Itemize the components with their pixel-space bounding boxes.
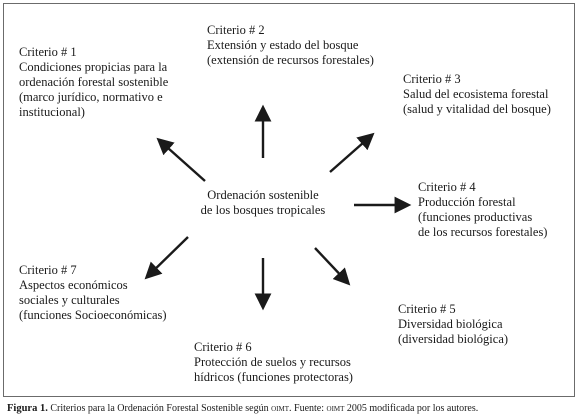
criterio-2-box: Criterio # 2 Extensión y estado del bosq… <box>207 23 374 68</box>
criterio-3-line: Salud del ecosistema forestal <box>403 87 549 101</box>
center-line-2: de los bosques tropicales <box>200 203 326 217</box>
criterio-1-line: (marco jurídico, normativo e <box>19 90 163 104</box>
criterio-6-line: hídricos (funciones protectoras) <box>194 370 353 384</box>
criterio-6-box: Criterio # 6 Protección de suelos y recu… <box>194 340 353 385</box>
arrow-to-criterio-1 <box>156 137 206 182</box>
criterio-1-line: ordenación forestal sostenible <box>19 75 169 89</box>
criterio-7-title: Criterio # 7 <box>19 263 77 277</box>
caption-text: . Fuente: <box>289 403 327 414</box>
criterio-6-line: Protección de suelos y recursos <box>194 355 351 369</box>
criterio-4-line: de los recursos forestales) <box>418 225 548 239</box>
diagram-canvas <box>144 104 412 311</box>
criterio-6-title: Criterio # 6 <box>194 340 252 354</box>
criterio-3-line: (salud y vitalidad del bosque) <box>403 102 551 116</box>
caption-text: 2005 modificada por los autores. <box>344 403 479 414</box>
criterio-4-line: Producción forestal <box>418 195 516 209</box>
criterio-7-line: sociales y culturales <box>19 293 120 307</box>
criterio-7-line: Aspectos económicos <box>19 278 128 292</box>
criterio-4-title: Criterio # 4 <box>418 180 476 194</box>
criterio-1-box: Criterio # 1 Condiciones propicias para … <box>19 45 168 120</box>
caption-text: Criterios para la Ordenación Forestal So… <box>47 403 272 414</box>
caption-org: oimt <box>326 403 345 414</box>
criterio-3-title: Criterio # 3 <box>403 72 461 86</box>
figure-frame <box>3 3 575 397</box>
criterio-5-title: Criterio # 5 <box>398 302 456 316</box>
center-node: Ordenación sostenible de los bosques tro… <box>188 188 338 218</box>
arrow-to-criterio-5 <box>314 247 351 286</box>
criterio-1-line: institucional) <box>19 105 85 119</box>
criterio-4-box: Criterio # 4 Producción forestal (funcio… <box>418 180 547 240</box>
criterio-3-box: Criterio # 3 Salud del ecosistema forest… <box>403 72 551 117</box>
criterio-1-title: Criterio # 1 <box>19 45 77 59</box>
criterio-1-line: Condiciones propicias para la <box>19 60 168 74</box>
arrow-to-criterio-7 <box>144 236 189 280</box>
criterio-2-line: Extensión y estado del bosque <box>207 38 359 52</box>
criterio-7-box: Criterio # 7 Aspectos económicos sociale… <box>19 263 167 323</box>
caption-org: oimt <box>271 403 290 414</box>
criterio-5-line: Diversidad biológica <box>398 317 503 331</box>
caption-label: Figura 1. <box>7 403 48 414</box>
arrow-to-criterio-3 <box>329 132 375 173</box>
criterio-4-line: (funciones productivas <box>418 210 533 224</box>
criterio-2-title: Criterio # 2 <box>207 23 265 37</box>
figure-caption: Figura 1. Criterios para la Ordenación F… <box>7 402 478 415</box>
criterio-2-line: (extensión de recursos forestales) <box>207 53 374 67</box>
criterio-5-line: (diversidad biológica) <box>398 332 509 346</box>
criterio-5-box: Criterio # 5 Diversidad biológica (diver… <box>398 302 508 347</box>
criterio-7-line: (funciones Socioeconómicas) <box>19 308 167 322</box>
center-line-1: Ordenación sostenible <box>207 188 319 202</box>
